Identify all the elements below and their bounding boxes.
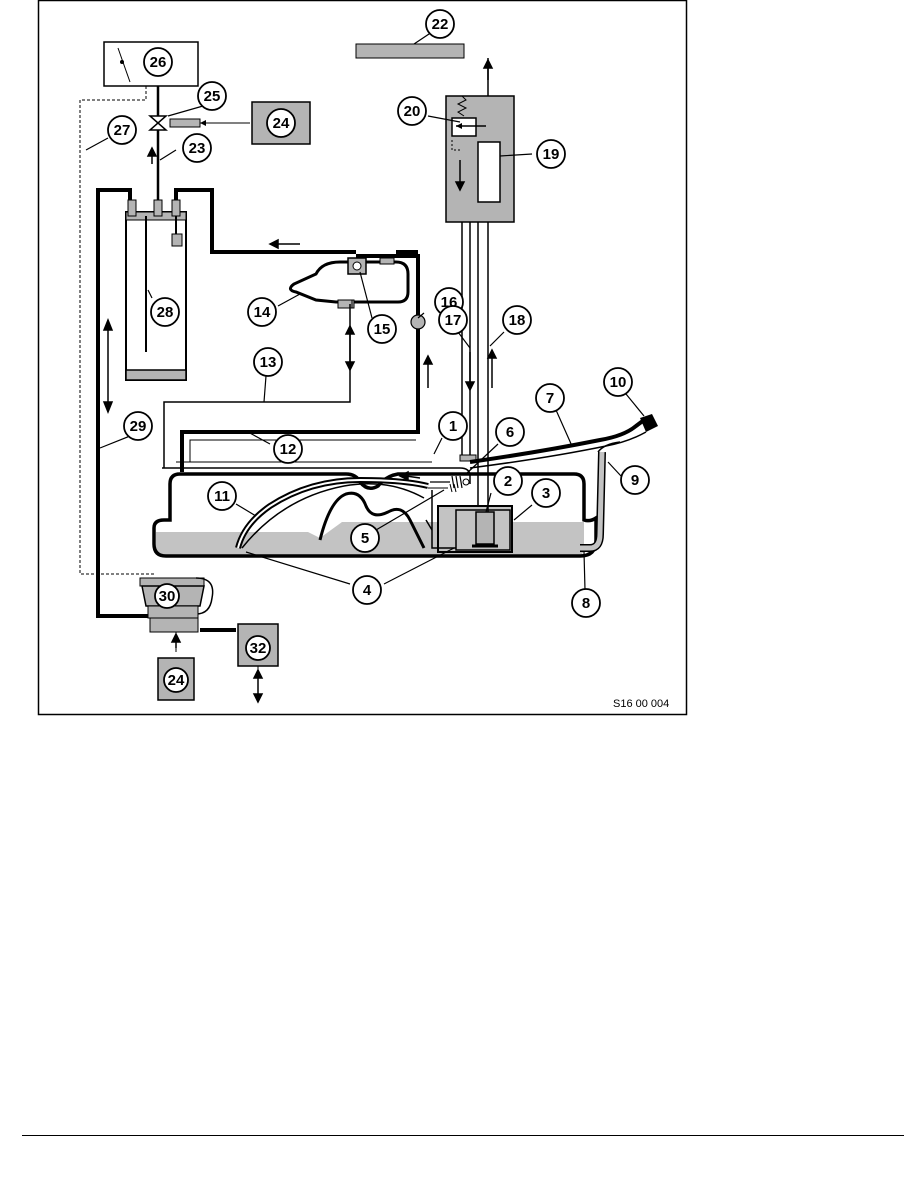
svg-text:8: 8	[582, 595, 590, 612]
svg-text:23: 23	[189, 140, 206, 157]
svg-text:6: 6	[506, 424, 514, 441]
callout-1: 1	[438, 411, 468, 441]
diagram-frame	[37, 0, 688, 716]
svg-text:1: 1	[449, 418, 457, 435]
callout-19: 19	[536, 139, 566, 169]
svg-text:28: 28	[157, 304, 174, 321]
callout-17: 17	[438, 305, 468, 335]
svg-text:3: 3	[542, 485, 550, 502]
fuel-tank	[152, 472, 598, 558]
activated-charcoal-canister	[125, 199, 187, 381]
svg-text:26: 26	[150, 54, 167, 71]
callout-25: 25	[197, 81, 227, 111]
svg-text:18: 18	[509, 312, 526, 329]
svg-text:14: 14	[254, 304, 271, 321]
callout-10: 10	[603, 367, 633, 397]
callout-markers: 1 2 3 4 5 6 7 8 9 10 11 12 13 14 15 16 1…	[107, 9, 650, 693]
purge-valve	[148, 115, 168, 131]
svg-text:24: 24	[273, 115, 290, 132]
callout-12: 12	[273, 434, 303, 464]
svg-text:4: 4	[363, 582, 372, 599]
filler-pipe	[469, 418, 646, 464]
svg-text:22: 22	[432, 16, 449, 33]
fuel-filter-assembly	[445, 95, 515, 223]
callout-29: 29	[123, 411, 153, 441]
svg-text:11: 11	[214, 488, 230, 505]
fuel-rail	[355, 43, 465, 59]
callout-8: 8	[571, 588, 601, 618]
expansion-tank	[289, 257, 410, 309]
callout-3: 3	[531, 478, 561, 508]
svg-text:24: 24	[168, 672, 185, 689]
callout-24-top: 24	[266, 108, 296, 138]
callout-24-bottom: 24	[163, 667, 189, 693]
svg-text:9: 9	[631, 472, 639, 489]
svg-text:29: 29	[130, 418, 147, 435]
callout-14: 14	[247, 297, 277, 327]
callout-28: 28	[150, 297, 180, 327]
svg-text:19: 19	[543, 146, 560, 163]
svg-text:5: 5	[361, 530, 369, 547]
callout-4: 4	[352, 575, 382, 605]
callout-15: 15	[367, 314, 397, 344]
callout-20: 20	[397, 96, 427, 126]
svg-text:12: 12	[280, 441, 297, 458]
svg-text:32: 32	[250, 640, 267, 657]
callout-9: 9	[620, 465, 650, 495]
svg-text:2: 2	[504, 473, 512, 490]
callout-7: 7	[535, 383, 565, 413]
svg-text:17: 17	[445, 312, 462, 329]
callout-32: 32	[245, 635, 271, 661]
callout-26: 26	[143, 47, 173, 77]
svg-text:25: 25	[204, 88, 221, 105]
callout-11: 11	[207, 481, 237, 511]
svg-text:10: 10	[610, 374, 627, 391]
svg-text:7: 7	[546, 390, 554, 407]
callout-6: 6	[495, 417, 525, 447]
flow-arrows	[102, 58, 498, 704]
leader-lines	[85, 31, 645, 591]
svg-text:13: 13	[260, 354, 277, 371]
svg-text:27: 27	[114, 122, 131, 139]
svg-text:30: 30	[159, 588, 176, 605]
leak-diagnosis-pump	[139, 577, 236, 652]
svg-text:20: 20	[404, 103, 421, 120]
callout-23: 23	[182, 133, 212, 163]
callout-30: 30	[154, 583, 180, 609]
svg-text:15: 15	[374, 321, 391, 338]
callout-22: 22	[425, 9, 455, 39]
callout-27: 27	[107, 115, 137, 145]
callout-5: 5	[350, 523, 380, 553]
callout-13: 13	[253, 347, 283, 377]
rollover-valve	[410, 314, 426, 330]
footer-rule	[22, 1135, 904, 1136]
callout-2: 2	[493, 466, 523, 496]
callout-18: 18	[502, 305, 532, 335]
figure-code: S16 00 004	[613, 698, 669, 710]
return-line	[162, 467, 471, 484]
